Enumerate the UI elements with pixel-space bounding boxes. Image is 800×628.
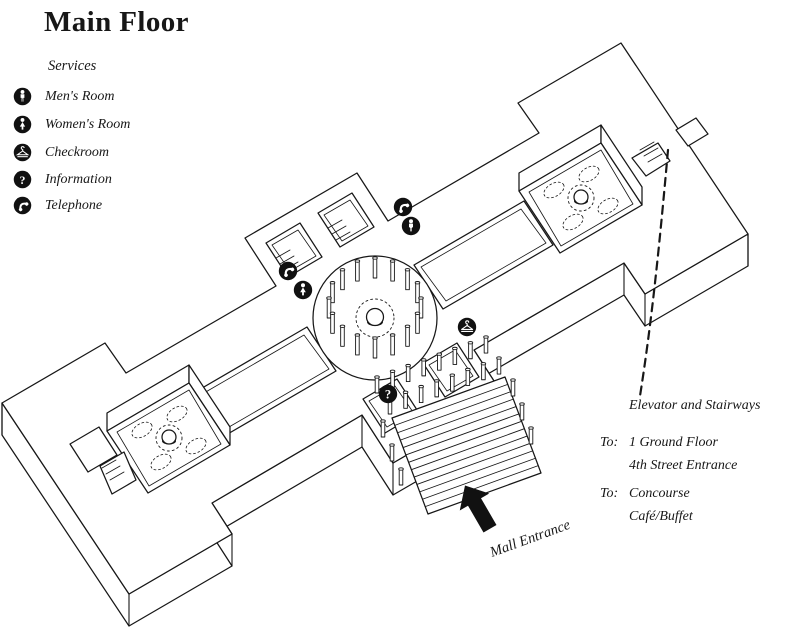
legend-item-checkroom: Checkroom — [13, 143, 109, 162]
womens-room-icon — [13, 115, 32, 134]
mall-entrance-label: Mall Entrance — [487, 517, 573, 561]
elevator-callout: Elevator and Stairways To: 1 Ground Floo… — [600, 398, 760, 525]
rotunda-columns — [326, 256, 424, 359]
mens-room-icon — [401, 216, 421, 236]
elevator-stair-rooms — [631, 117, 709, 177]
mens-room-icon — [13, 87, 32, 106]
womens-room-icon — [293, 280, 313, 300]
legend-item-label: Men's Room — [45, 88, 115, 104]
legend-item-telephone: Telephone — [13, 196, 102, 215]
legend-item-mens-room: Men's Room — [13, 87, 114, 106]
callout-line: 4th Street Entrance — [629, 458, 738, 473]
checkroom-icon — [13, 143, 32, 162]
portico-columns — [374, 335, 534, 486]
telephone-icon — [13, 196, 32, 215]
mall-entrance-stairs — [391, 376, 542, 515]
callout-prefix: To: — [600, 486, 619, 501]
legend-heading: Services — [48, 58, 97, 74]
callout-line: Concourse — [629, 486, 690, 501]
telephone-icon — [277, 260, 299, 282]
page-title: Main Floor — [44, 6, 189, 38]
west-pavilion-stairs — [69, 426, 137, 495]
callout-title: Elevator and Stairways — [629, 398, 761, 413]
mall-entrance-arrow — [459, 485, 497, 533]
east-garden-court — [518, 124, 643, 254]
legend-item-label: Telephone — [45, 197, 103, 213]
legend-item-label: Women's Room — [45, 116, 131, 132]
rotunda — [312, 255, 438, 381]
checkroom-icon — [457, 317, 477, 337]
telephone-icon — [392, 196, 414, 218]
information-icon — [13, 170, 32, 189]
callout-line: Café/Buffet — [629, 509, 693, 524]
callout-prefix: To: — [600, 435, 619, 450]
legend-item-label: Information — [45, 171, 112, 187]
callout-line: 1 Ground Floor — [629, 435, 718, 450]
north-stair-rooms — [265, 192, 375, 278]
elevator-leader-line — [638, 148, 670, 398]
legend-item-womens-room: Women's Room — [13, 115, 130, 134]
legend-item-information: Information — [13, 170, 112, 189]
legend-item-label: Checkroom — [45, 144, 110, 160]
information-icon — [378, 384, 398, 404]
east-corridor — [413, 200, 554, 310]
west-garden-court — [106, 364, 231, 494]
